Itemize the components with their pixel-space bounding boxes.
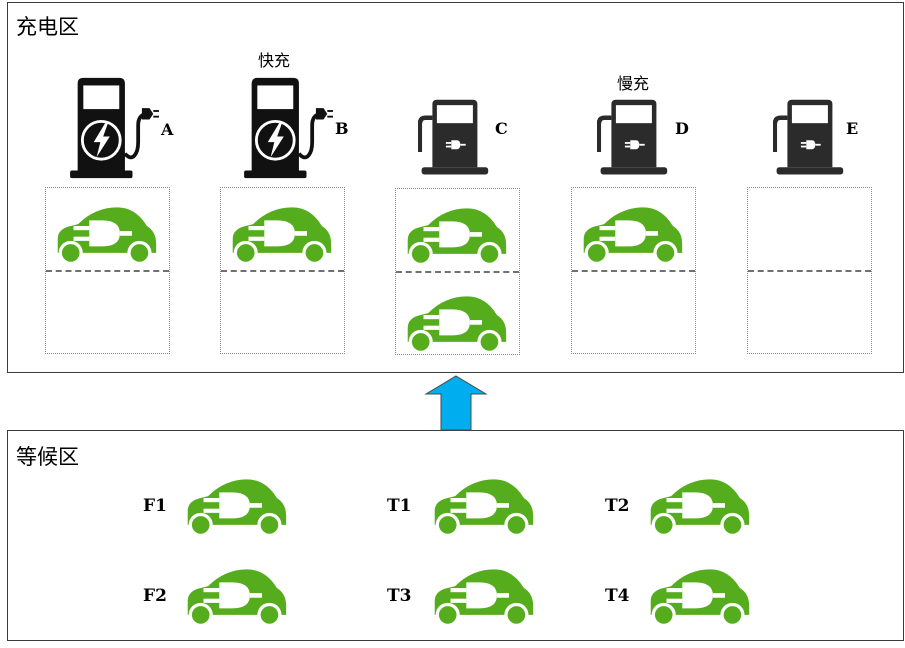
bay-divider	[46, 270, 169, 272]
charge-mode-label: 快充	[258, 51, 291, 70]
electric-car-icon	[187, 479, 287, 537]
waiting-vehicle-label: T4	[605, 586, 630, 606]
slow-charger-icon	[773, 98, 845, 178]
electric-car-icon	[232, 207, 332, 265]
charger-label: A	[161, 120, 174, 139]
bay-divider	[572, 270, 695, 272]
waiting-vehicle-label: T3	[387, 586, 412, 606]
waiting-zone-title: 等候区	[16, 445, 79, 469]
waiting-vehicle-label: F2	[143, 586, 167, 606]
charger-label: D	[675, 119, 689, 138]
up-arrow-icon	[424, 375, 488, 431]
waiting-vehicle-label: T1	[387, 496, 412, 516]
electric-car-icon	[583, 207, 683, 265]
charging-bay	[747, 187, 872, 354]
bay-divider	[748, 270, 871, 272]
waiting-vehicle-label: T2	[605, 496, 630, 516]
fast-charger-icon	[70, 76, 160, 180]
waiting-vehicle-label: F1	[143, 496, 167, 516]
electric-car-icon	[407, 208, 507, 266]
electric-car-icon	[434, 479, 534, 537]
charger-label: B	[335, 119, 349, 138]
charging-bay	[395, 188, 520, 355]
charger-label: E	[846, 119, 859, 138]
charger-label: C	[495, 119, 508, 138]
charging-bay	[220, 187, 345, 354]
bay-divider	[396, 271, 519, 273]
electric-car-icon	[187, 569, 287, 627]
bay-divider	[221, 270, 344, 272]
electric-car-icon	[434, 569, 534, 627]
charging-zone-title: 充电区	[16, 15, 79, 39]
electric-car-icon	[407, 296, 507, 354]
slow-charger-icon	[597, 98, 669, 178]
fast-charger-icon	[244, 76, 334, 180]
charging-bay	[45, 187, 170, 354]
charge-mode-label: 慢充	[617, 74, 650, 93]
electric-car-icon	[650, 569, 750, 627]
electric-car-icon	[650, 479, 750, 537]
electric-car-icon	[57, 207, 157, 265]
charging-bay	[571, 187, 696, 354]
slow-charger-icon	[418, 98, 490, 178]
